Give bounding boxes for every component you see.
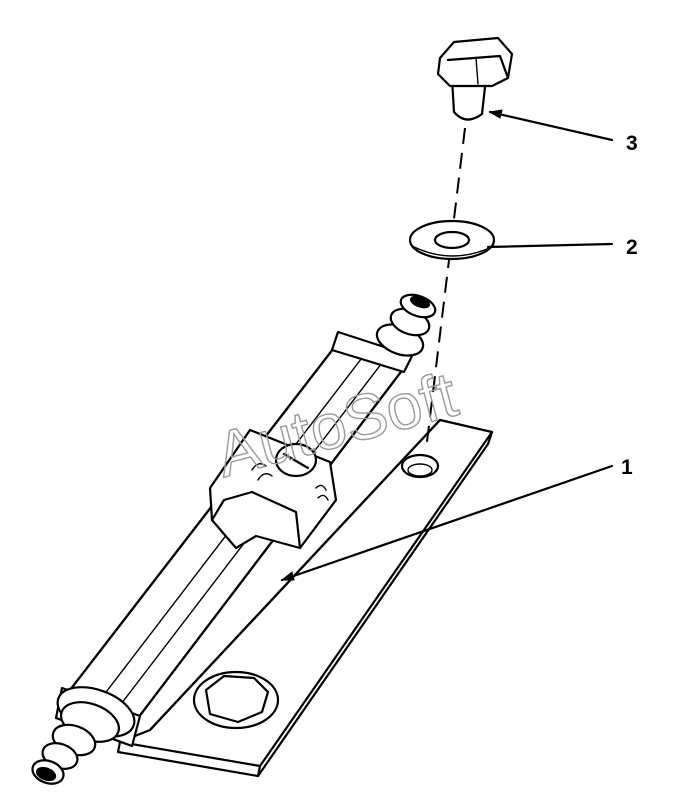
bolt: [436, 36, 514, 121]
clamp-band: [208, 428, 338, 550]
callout-1: 1: [621, 456, 633, 479]
inlet-fitting: [31, 701, 120, 785]
assembly-axis-line: [425, 127, 466, 451]
plate-bolt: [192, 670, 280, 730]
leader-line-1: [280, 464, 614, 582]
callout-3: 3: [626, 132, 638, 155]
callout-2: 2: [626, 236, 638, 259]
callout-leaders: [280, 109, 614, 582]
leader-line-3: [488, 110, 614, 142]
outlet-fitting: [375, 293, 437, 357]
leader-line-2: [486, 242, 614, 249]
bracket-hole: [400, 453, 440, 479]
washer: [408, 219, 496, 261]
